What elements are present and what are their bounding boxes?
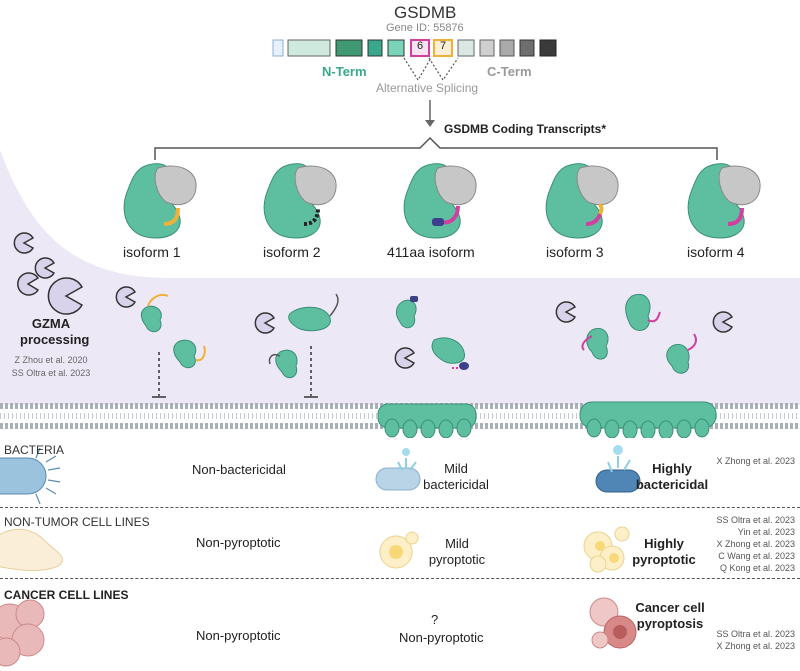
cancer-row-graphics <box>0 597 637 667</box>
exon-2 <box>287 39 331 57</box>
bacterium-mild-icon <box>375 448 421 491</box>
gzma-icon <box>17 272 40 296</box>
gzma-icon <box>13 232 35 254</box>
isoform-4-protein <box>687 163 761 239</box>
non-tumor-ref-5: Q Kong et al. 2023 <box>719 563 795 573</box>
isoform-1-protein <box>123 163 197 239</box>
exon-4 <box>367 39 383 57</box>
cancer-pyroptosis-icon <box>589 597 637 649</box>
non-tumor-col1-outcome: Non-pyroptotic <box>196 535 281 550</box>
cancer-cell-cluster-icon <box>0 599 45 667</box>
exon-6 <box>410 39 430 57</box>
cancer-col1-outcome: Non-pyroptotic <box>196 628 281 643</box>
membrane-pore-mild <box>377 403 477 438</box>
exon-11 <box>519 39 535 57</box>
membrane-pore-high <box>579 401 717 438</box>
coding-transcripts-label: GSDMB Coding Transcripts* <box>444 122 607 136</box>
exon-map <box>272 39 557 82</box>
bacteria-col3-outcome: Highly bactericidal <box>635 461 709 492</box>
gzma-icon <box>47 277 84 315</box>
c-term-label: C-Term <box>487 64 532 79</box>
bacterium-high-icon <box>595 445 641 493</box>
exon-1 <box>272 39 284 57</box>
exon-6-label: 6 <box>417 40 424 52</box>
bacteria-row-graphics <box>0 445 641 505</box>
plasma-membrane <box>0 401 800 438</box>
isoform-3-label: isoform 3 <box>546 244 604 260</box>
bacteria-heading: BACTERIA <box>4 443 65 457</box>
bacteria-ref-1: X Zhong et al. 2023 <box>716 456 795 466</box>
exon-7 <box>433 39 453 57</box>
non-tumor-heading: NON-TUMOR CELL LINES <box>4 515 150 529</box>
non-tumor-ref-4: C Wang et al. 2023 <box>718 551 795 561</box>
gzma-icon <box>254 312 276 334</box>
gzma-icon <box>394 347 416 369</box>
non-tumor-ref-3: X Zhong et al. 2023 <box>716 539 795 549</box>
mild-pyroptotic-cell-icon <box>379 531 419 569</box>
exon-3 <box>335 39 363 57</box>
row-divider <box>0 507 800 508</box>
gzma-processing-graphic <box>13 232 734 398</box>
transcript-bracket <box>154 100 718 160</box>
non-tumor-col3-outcome: Highly pyroptotic <box>632 536 696 567</box>
isoform-3-protein <box>545 163 619 239</box>
non-tumor-col2-outcome: Mild pyroptotic <box>428 536 486 567</box>
non-tumor-ref-2: Yin et al. 2023 <box>737 527 795 537</box>
alternative-splicing-label: Alternative Splicing <box>376 81 479 95</box>
exon-9 <box>479 39 495 57</box>
gzma-icon <box>712 311 734 333</box>
gzma-icon <box>115 286 137 308</box>
row-divider <box>0 578 800 579</box>
cancer-ref-2: X Zhong et al. 2023 <box>716 641 795 651</box>
bacteria-col1-outcome: Non-bactericidal <box>192 462 286 477</box>
cancer-col2-outcome: Non-pyroptotic <box>399 630 484 645</box>
exon-8 <box>457 39 475 57</box>
isoform-411aa-protein <box>403 163 477 239</box>
high-pyroptotic-cell-icon <box>583 526 630 573</box>
isoform-2-label: isoform 2 <box>263 244 321 260</box>
cancer-ref-1: SS Oltra et al. 2023 <box>716 629 795 639</box>
exon-7-label: 7 <box>440 40 447 52</box>
isoform-411aa-label: 411aa isoform <box>387 244 475 260</box>
n-term-label: N-Term <box>322 64 367 79</box>
gene-title: GSDMB <box>394 3 457 22</box>
exon-12 <box>539 39 557 57</box>
fibroblast-cell-icon <box>0 528 64 572</box>
gene-id: Gene ID: 55876 <box>386 22 464 34</box>
exon-5 <box>387 39 405 57</box>
isoform-4-label: isoform 4 <box>687 244 745 260</box>
exon-10 <box>499 39 515 57</box>
gzma-ref-2: SS Oltra et al. 2023 <box>11 368 91 378</box>
gzma-processing-label: GZMA processing <box>20 316 90 347</box>
gzma-icon <box>555 301 577 323</box>
cancer-col3-outcome: Cancer cell pyroptosis <box>635 600 705 631</box>
isoform-proteins <box>123 163 761 239</box>
gzma-ref-1: Z Zhou et al. 2020 <box>14 355 88 365</box>
non-tumor-row-graphics <box>0 526 630 573</box>
bacteria-col2-outcome: Mild bactericidal <box>423 461 489 492</box>
isoform-1-label: isoform 1 <box>123 244 181 260</box>
cancer-heading: CANCER CELL LINES <box>4 588 129 602</box>
gzma-icon <box>34 257 56 279</box>
bacterium-icon <box>0 447 61 505</box>
isoform-2-protein <box>263 163 337 239</box>
non-tumor-ref-1: SS Oltra et al. 2023 <box>716 515 795 525</box>
cancer-col2-question: ? <box>431 612 439 627</box>
